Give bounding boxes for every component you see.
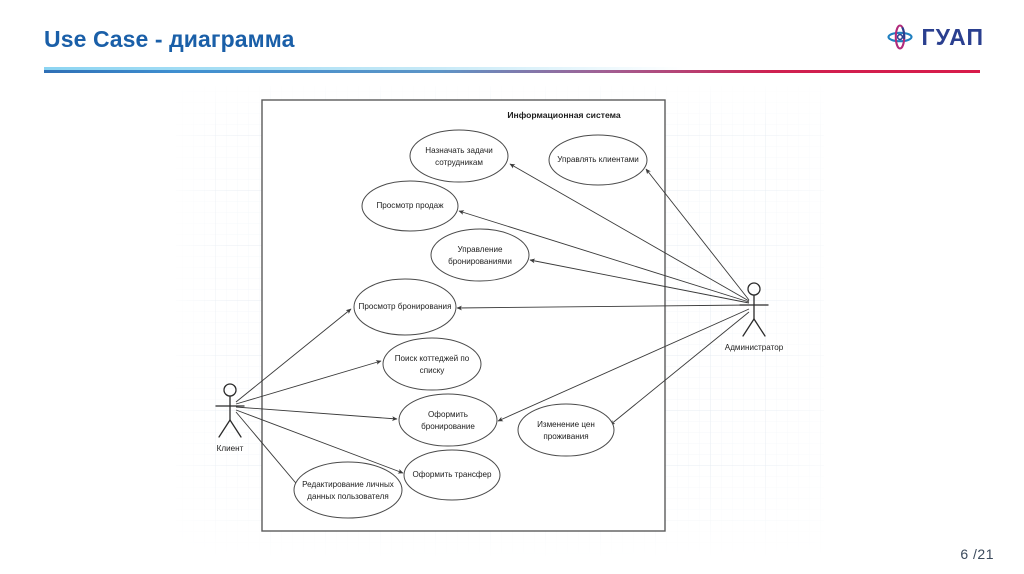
use-case-label-line-1: Оформить: [428, 410, 468, 419]
assoc-admin-manage-bookings: [529, 258, 750, 304]
use-case-view-sales[interactable]: Просмотр продаж: [361, 180, 459, 232]
system-boundary-label: Информационная система: [507, 110, 621, 120]
page-number: 6 /21: [960, 546, 994, 562]
use-case-assign-tasks[interactable]: Назначать задачи сотрудникам: [409, 129, 509, 183]
use-case-make-booking[interactable]: Оформить бронирование: [398, 393, 498, 447]
actor-label-client: Клиент: [217, 444, 244, 453]
use-case-change-prices[interactable]: Изменение цен проживания: [517, 403, 615, 457]
use-case-label-line-1: Поиск коттеджей по: [395, 354, 470, 363]
assoc-client-make-transfer: [235, 409, 404, 474]
brand-logo-text: ГУАП: [921, 23, 984, 50]
assoc-admin-manage-clients: [645, 168, 750, 301]
assoc-admin-view-booking: [456, 304, 750, 311]
assoc-client-edit-profile: [235, 411, 301, 489]
use-case-label-line-2: бронированиями: [448, 257, 512, 266]
assoc-client-make-booking: [235, 406, 398, 422]
assoc-admin-assign-tasks: [509, 163, 750, 302]
actor-client[interactable]: Клиент: [215, 383, 245, 453]
title-rule-glow: [44, 67, 684, 70]
use-case-nodes: Назначать задачи сотрудникам Управлять к…: [293, 129, 648, 519]
use-case-search-cottages[interactable]: Поиск коттеджей по списку: [382, 337, 482, 391]
actor-admin[interactable]: Администратор: [725, 282, 784, 352]
assoc-client-view-booking: [235, 308, 352, 403]
use-case-manage-clients[interactable]: Управлять клиентами: [548, 134, 648, 186]
brand-logo: ГУАП: [885, 22, 984, 52]
assoc-admin-view-sales: [458, 210, 750, 303]
use-case-label-line-1: Просмотр бронирования: [359, 302, 452, 311]
use-case-label-line-2: списку: [420, 366, 446, 375]
guap-cross-logo-icon: [886, 24, 913, 50]
association-lines-admin: [456, 163, 750, 426]
slide-header: Use Case - диаграмма ГУАП: [0, 0, 1024, 78]
use-case-label-line-1: Управлять клиентами: [557, 155, 639, 164]
use-case-label-line-1: Управление: [458, 245, 503, 254]
assoc-admin-make-booking: [497, 308, 750, 422]
association-lines-client: [235, 308, 404, 489]
use-case-diagram: Информационная система: [160, 80, 860, 558]
use-case-label-line-2: проживания: [543, 432, 588, 441]
assoc-admin-change-prices: [609, 311, 750, 426]
assoc-client-search-cottages: [235, 360, 382, 405]
use-case-label-line-2: бронирование: [421, 422, 475, 431]
use-case-label-line-1: Изменение цен: [537, 420, 595, 429]
use-case-label-line-1: Оформить трансфер: [412, 470, 492, 479]
use-case-diagram-svg: Информационная система: [160, 80, 860, 558]
actor-label-admin: Администратор: [725, 343, 784, 352]
use-case-label-line-1: Редактирование личных: [302, 480, 394, 489]
use-case-view-booking[interactable]: Просмотр бронирования: [353, 278, 457, 336]
use-case-label-line-2: данных пользователя: [307, 492, 389, 501]
use-case-label-line-1: Назначать задачи: [425, 146, 492, 155]
page-title: Use Case - диаграмма: [44, 26, 295, 52]
title-rule: [44, 70, 980, 73]
use-case-label-line-1: Просмотр продаж: [376, 201, 444, 210]
use-case-edit-profile[interactable]: Редактирование личных данных пользовател…: [293, 461, 403, 519]
use-case-label-line-2: сотрудникам: [435, 158, 483, 167]
use-case-make-transfer[interactable]: Оформить трансфер: [403, 449, 501, 501]
use-case-manage-bookings[interactable]: Управление бронированиями: [430, 228, 530, 282]
